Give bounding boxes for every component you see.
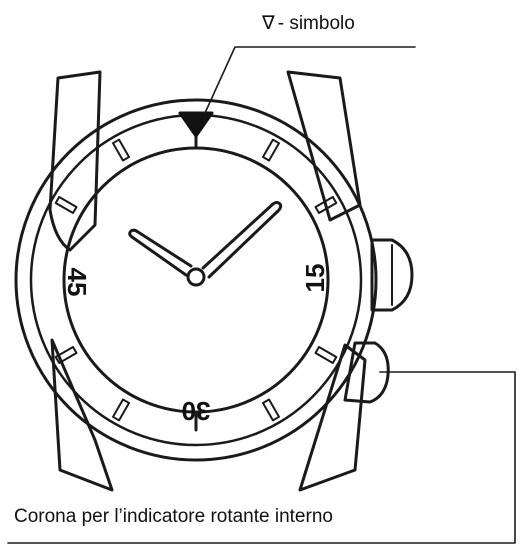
- bezel-marker: [314, 345, 338, 365]
- bezel-marker: [261, 138, 281, 162]
- bezel-markers: [54, 128, 338, 432]
- symbol-label-text: - simbolo: [277, 13, 355, 34]
- leader-line-crown: [7, 371, 516, 544]
- bezel-marker: [261, 398, 281, 422]
- bezel-numeral-15: 15: [300, 264, 330, 293]
- symbol-label: ∇- simbolo: [262, 12, 355, 35]
- crown-label: Corona per l’indicatore rotante interno: [14, 506, 333, 527]
- bezel-marker: [111, 398, 131, 422]
- leader-line-symbol: [204, 46, 416, 114]
- crown-top: [370, 238, 414, 312]
- outer-case-ring: [14, 98, 378, 462]
- crown-internal-bezel: [343, 341, 390, 404]
- bezel-marker: [314, 195, 338, 215]
- center-pinion: [186, 267, 206, 287]
- bezel-marker: [111, 138, 131, 162]
- triangle-symbol: [178, 111, 214, 138]
- bezel-marker: [54, 345, 78, 365]
- hour-hand: [128, 228, 193, 277]
- bezel-marker: [54, 195, 78, 215]
- bezel-numeral-45: 45: [62, 268, 92, 297]
- triangle-outline-icon: ∇: [262, 13, 275, 34]
- minute-hand: [201, 201, 283, 279]
- bezel-numeral-30: 30: [182, 396, 211, 426]
